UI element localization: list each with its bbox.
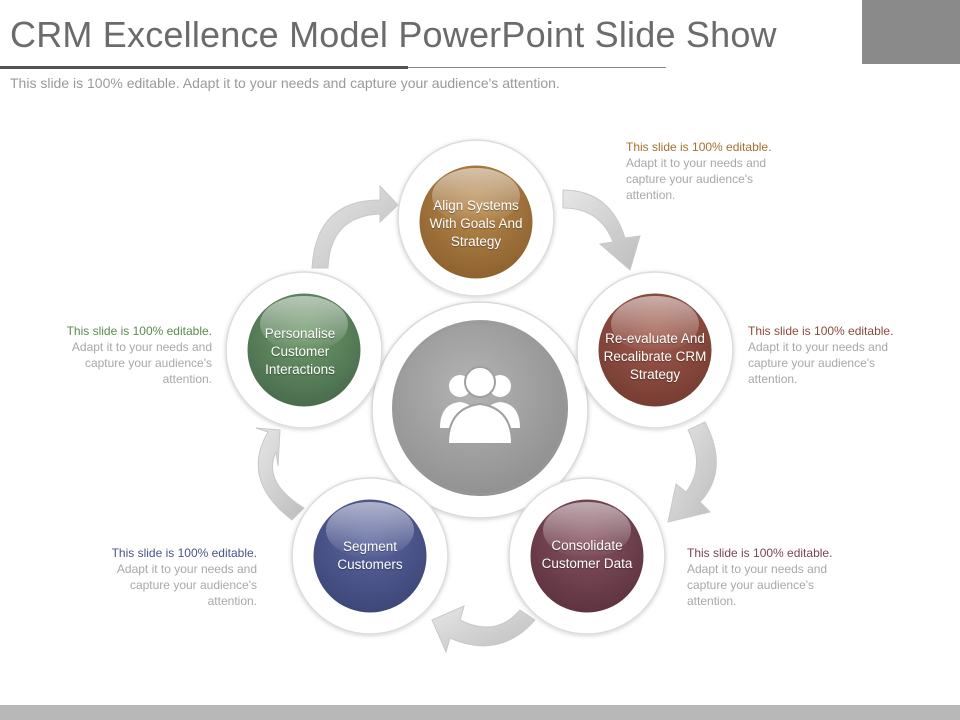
note-align: This slide is 100% editable. Adapt it to…: [626, 139, 791, 203]
cycle-arrow-3: [431, 605, 536, 654]
slide-subtitle: This slide is 100% editable. Adapt it to…: [10, 75, 560, 91]
note-body: Adapt it to your needs and capture your …: [71, 340, 212, 386]
note-head: This slide is 100% editable.: [748, 324, 894, 338]
footer-bar: [0, 705, 960, 720]
title-underline: [0, 66, 408, 69]
title-underline-thin: [408, 67, 666, 68]
step-label-align: Align Systems With Goals And Strategy: [429, 198, 523, 249]
step-label-reevaluate: Re-evaluate And Recalibrate CRM Strategy: [603, 331, 707, 382]
note-head: This slide is 100% editable.: [66, 324, 212, 338]
cycle-arrow-5: [311, 184, 399, 269]
people-group-icon: [440, 366, 520, 445]
note-body: Adapt it to your needs and capture your …: [748, 340, 889, 386]
note-head: This slide is 100% editable.: [626, 140, 772, 154]
step-label-segment: Segment Customers: [337, 539, 403, 572]
note-head: This slide is 100% editable.: [111, 546, 257, 560]
corner-decoration: [862, 0, 960, 64]
note-personalise: This slide is 100% editable. Adapt it to…: [47, 323, 212, 387]
cycle-arrow-1: [562, 189, 641, 271]
cycle-arrow-2: [667, 421, 717, 523]
note-segment: This slide is 100% editable. Adapt it to…: [92, 545, 257, 609]
note-consolidate: This slide is 100% editable. Adapt it to…: [687, 545, 852, 609]
note-reevaluate: This slide is 100% editable. Adapt it to…: [748, 323, 913, 387]
note-head: This slide is 100% editable.: [687, 546, 833, 560]
slide-title: CRM Excellence Model PowerPoint Slide Sh…: [10, 14, 777, 55]
cycle-arrow-4: [255, 427, 305, 521]
note-body: Adapt it to your needs and capture your …: [116, 562, 257, 608]
step-label-personalise: Personalise Customer Interactions: [264, 326, 336, 377]
note-body: Adapt it to your needs and capture your …: [626, 156, 767, 202]
step-label-consolidate: Consolidate Customer Data: [541, 538, 633, 571]
step-circles: [244, 162, 715, 616]
note-body: Adapt it to your needs and capture your …: [687, 562, 828, 608]
